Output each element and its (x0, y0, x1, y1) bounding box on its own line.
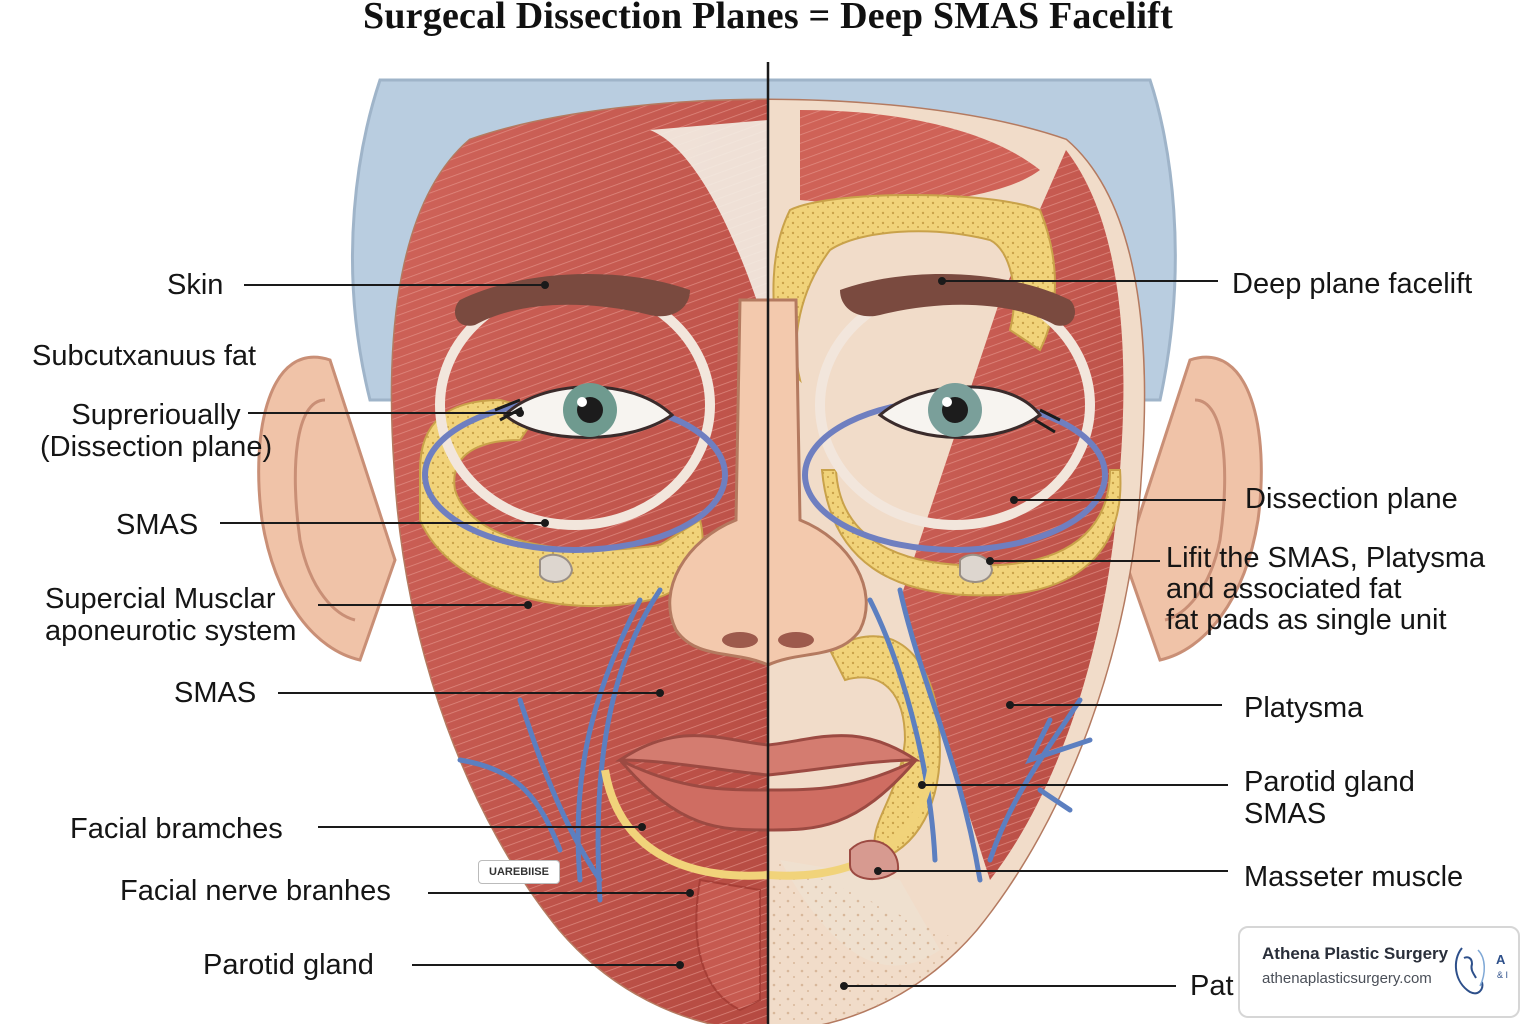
label-smas-lower: SMAS (174, 677, 257, 709)
athena-logo-icon: A & I (1452, 940, 1512, 1005)
left-ear (257, 355, 397, 662)
label-platysma: Platysma (1244, 692, 1364, 724)
facial-nerves (457, 587, 1093, 903)
logo-subtext: & I (1497, 970, 1508, 980)
badge-url: athenaplasticsurgery.com (1262, 970, 1432, 987)
logo-letter: A (1496, 952, 1506, 967)
label-parotid-gland-smas: Parotid gland SMAS (1244, 766, 1415, 830)
label-masseter-muscle: Masseter muscle (1244, 861, 1464, 893)
label-lift-smas-platysma: Lifit the SMAS, Platysma and associated … (1166, 542, 1486, 636)
leader-lines-right (840, 277, 1228, 990)
label-pat-truncated: Pat (1190, 970, 1234, 1002)
label-smas-upper: SMAS (116, 509, 199, 541)
chin-tag: UAREBIISE (478, 860, 560, 884)
label-parotid-gland-left: Parotid gland (203, 949, 374, 981)
label-skin: Skin (167, 269, 224, 301)
right-eye (877, 383, 1061, 439)
left-eyebrow (455, 273, 690, 326)
label-subcutaneous-fat: Subcutxanuus fat (32, 340, 257, 372)
left-eye (494, 383, 675, 439)
watermark-badge: Athena Plastic Surgery athenaplasticsurg… (1238, 926, 1520, 1018)
badge-name: Athena Plastic Surgery (1262, 944, 1449, 963)
label-deep-plane-facelift: Deep plane facelift (1232, 268, 1473, 300)
label-facial-nerve-branches: Facial nerve branhes (120, 875, 391, 907)
right-ear (1123, 355, 1263, 662)
diagram-title: Surgecal Dissection Planes = Deep SMAS F… (363, 0, 1173, 37)
leader-lines-left (220, 281, 694, 969)
label-superficial-dissection-plane: Suprerioually (Dissection plane) (40, 399, 273, 463)
label-facial-branches: Facial bramches (70, 813, 283, 845)
label-dissection-plane: Dissection plane (1245, 483, 1458, 515)
right-eyebrow (840, 273, 1075, 326)
label-superficial-musculoaponeurotic-system: Supercial Musclar aponeurotic system (45, 583, 297, 647)
